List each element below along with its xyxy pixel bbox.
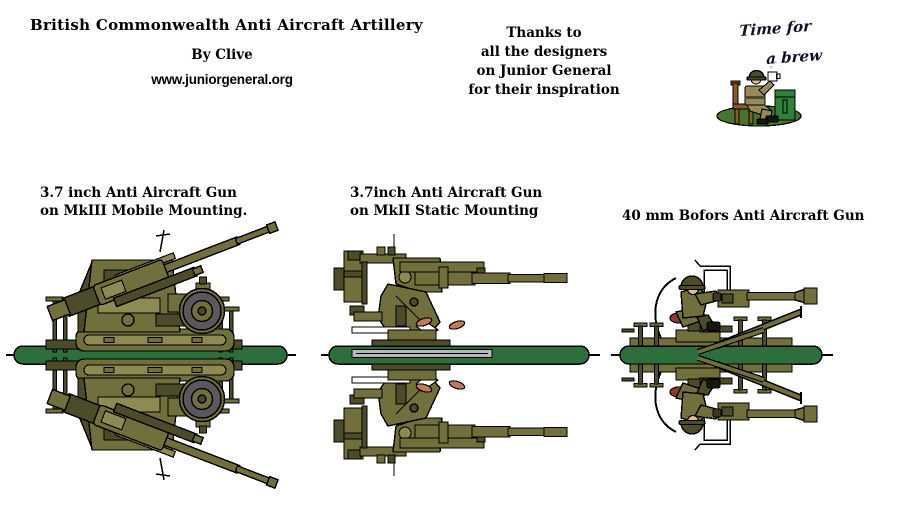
thanks-line: all the designers [480, 44, 608, 60]
gun-label-line: 3.7 inch Anti Aircraft Gun [40, 185, 237, 201]
base-bar [619, 345, 823, 365]
gun-label-mkii-static: 3.7inch Anti Aircraft Gun on MkII Static… [350, 185, 542, 220]
gun-label-bofors: 40 mm Bofors Anti Aircraft Gun [622, 208, 864, 226]
gun-label-line: 40 mm Bofors Anti Aircraft Gun [622, 208, 865, 224]
gun-illustration-40mm-bofors [611, 259, 833, 450]
thanks-line: on Junior General [476, 63, 612, 79]
page-title: British Commonwealth Anti Aircraft Artil… [30, 16, 423, 34]
seated-soldier [744, 56, 781, 125]
gun1-top-half [45, 220, 280, 353]
barrel-assembly [46, 220, 280, 322]
header-block: British Commonwealth Anti Aircraft Artil… [30, 16, 423, 87]
thanks-note: Thanks to all the designers on Junior Ge… [468, 24, 620, 100]
gun-illustration-37-mkii-static [321, 234, 600, 477]
brew-soldier-illustration [716, 56, 802, 127]
gun-illustration-37-mkiii-mobile [6, 220, 296, 496]
thanks-line: Thanks to [506, 25, 582, 41]
ammo-crate [774, 89, 796, 121]
byline: By Clive [191, 47, 253, 63]
wheel [178, 276, 226, 335]
gun2-top-half [333, 234, 568, 347]
gun-label-line: on MkII Static Mounting [350, 202, 539, 219]
gun-label-line: on MkIII Mobile Mounting. [40, 202, 248, 219]
thanks-line: for their inspiration [468, 82, 620, 98]
gun-label-mkiii-mobile: 3.7 inch Anti Aircraft Gun on MkIII Mobi… [40, 185, 247, 220]
website-url: www.juniorgeneral.org [151, 72, 293, 87]
tea-mug [767, 71, 778, 82]
gunner-figure [669, 275, 722, 332]
gun3-top-half [621, 259, 818, 355]
gun-label-line: 3.7inch Anti Aircraft Gun [350, 185, 543, 201]
